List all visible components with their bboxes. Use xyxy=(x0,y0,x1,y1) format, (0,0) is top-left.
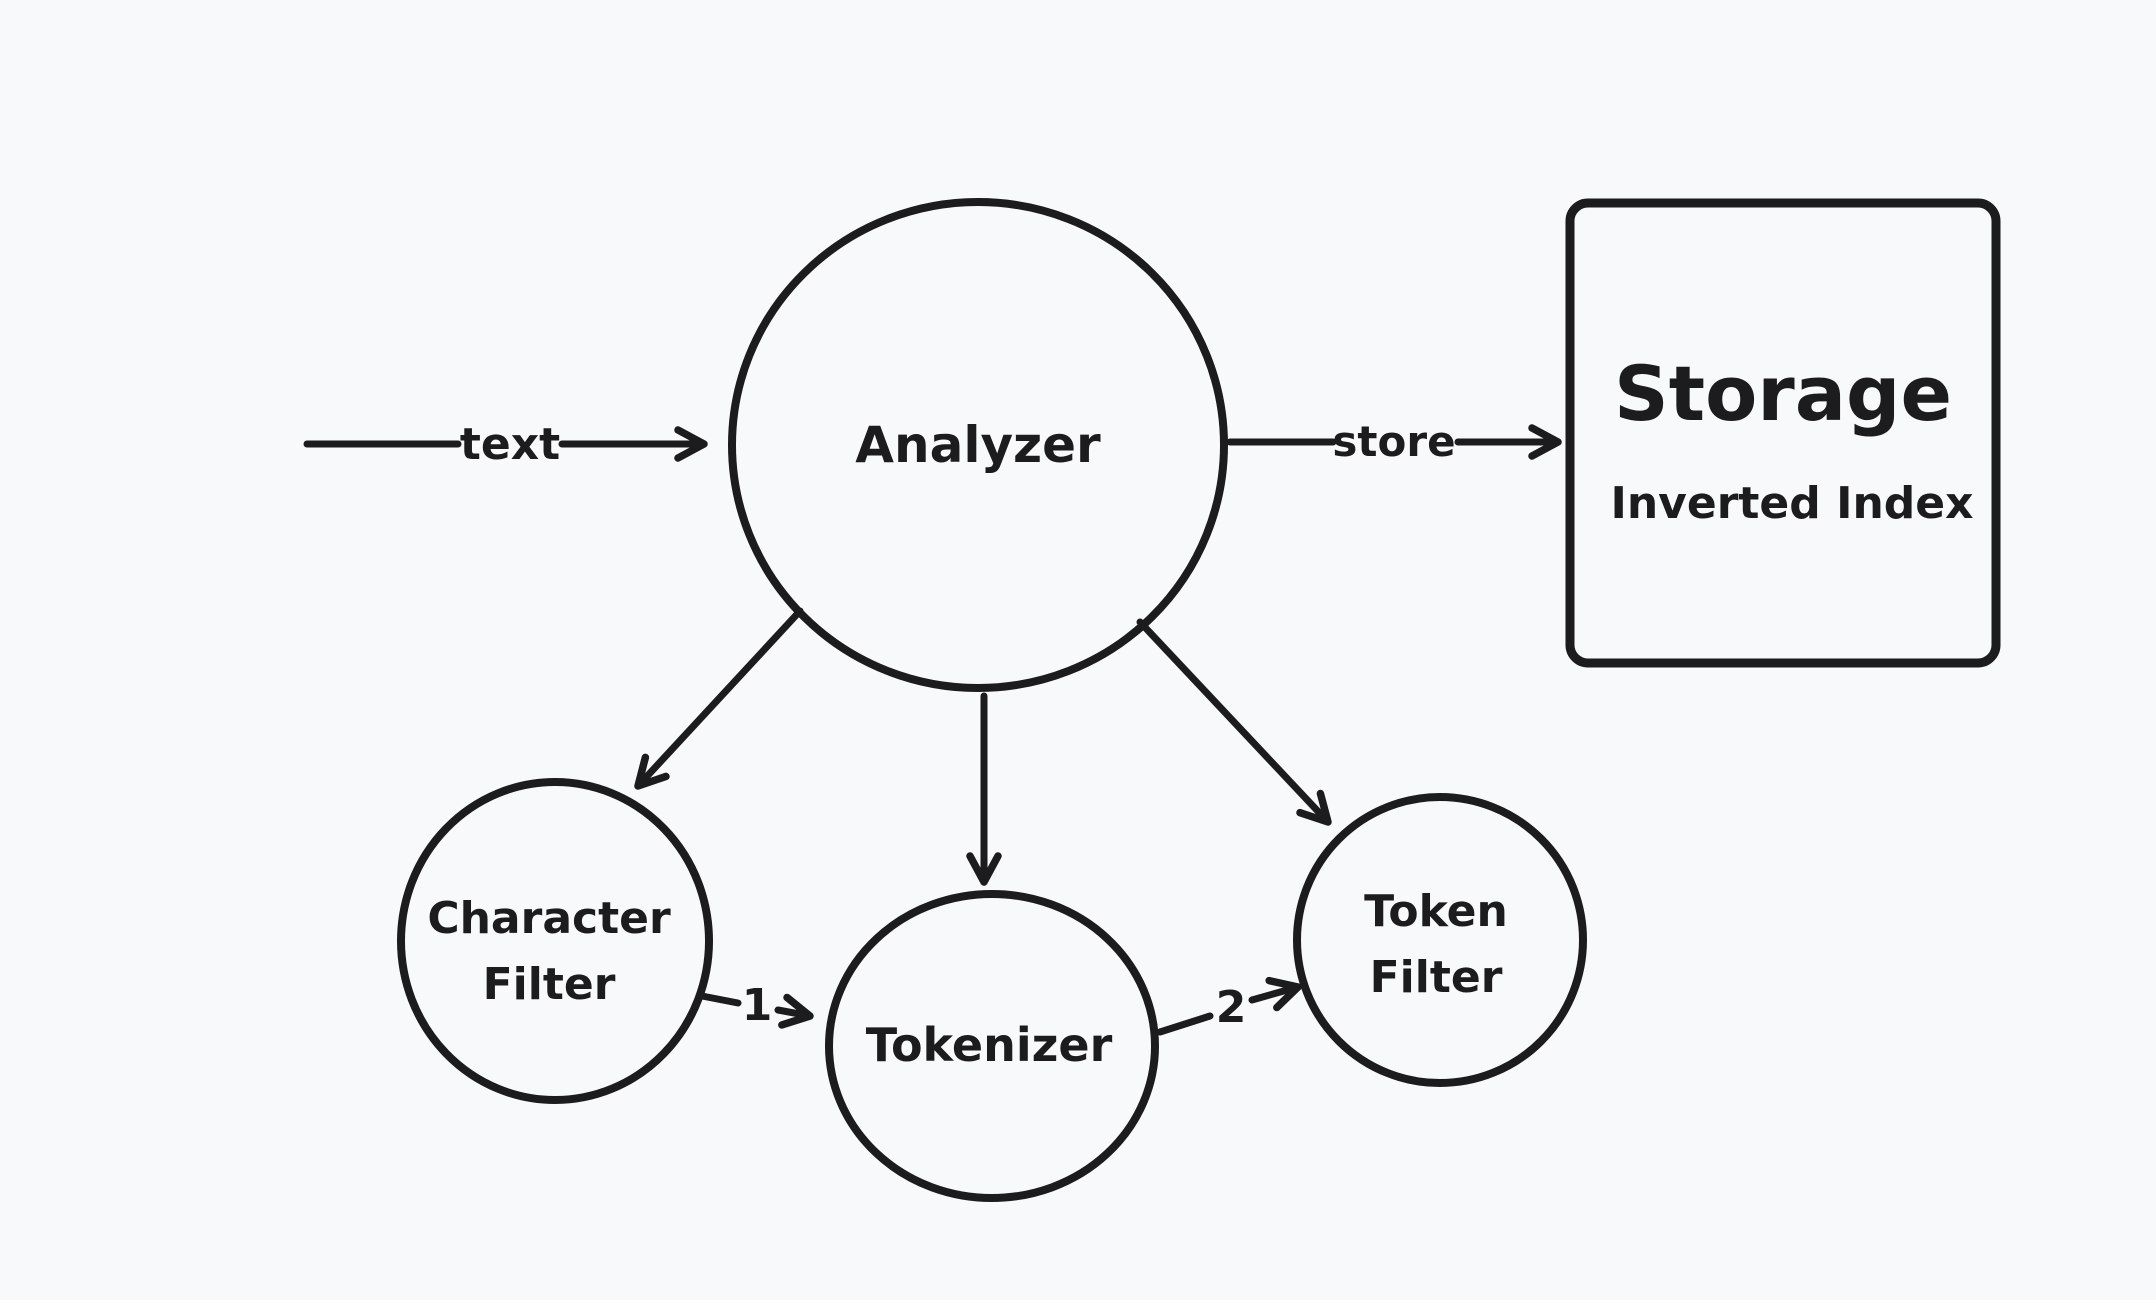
edge-text-input: text xyxy=(303,419,708,470)
edge-step-1-head xyxy=(774,993,814,1029)
analyzer-label: Analyzer xyxy=(855,416,1101,474)
edge-step-1-tail xyxy=(698,992,742,1007)
edge-label-step-2: 2 xyxy=(1216,982,1247,1033)
analyzer-ellipse xyxy=(728,198,1228,692)
edge-step-2-head xyxy=(1248,976,1302,1012)
edge-step-1: 1 xyxy=(698,980,814,1031)
character-filter-node: Character Filter xyxy=(397,778,713,1104)
token-filter-circle xyxy=(1293,793,1587,1087)
edge-analyzer-to-character-filter xyxy=(634,607,804,790)
token-filter-node: Token Filter xyxy=(1293,793,1587,1087)
token-filter-label-line2: Filter xyxy=(1370,952,1503,1003)
storage-subtitle: Inverted Index xyxy=(1610,478,1973,529)
edge-label-text: text xyxy=(460,419,560,470)
token-filter-label-line1: Token xyxy=(1364,886,1508,937)
storage-rectangle xyxy=(1565,198,2001,668)
edge-step-2: 2 xyxy=(1156,976,1302,1036)
tokenizer-circle xyxy=(825,890,1159,1202)
character-filter-label-line2: Filter xyxy=(483,959,616,1010)
edge-analyzer-to-token-filter xyxy=(1136,618,1332,826)
analyzer-node: Analyzer xyxy=(728,198,1228,692)
storage-node: Storage Inverted Index xyxy=(1565,198,2001,668)
tokenizer-label: Tokenizer xyxy=(866,1018,1113,1072)
character-filter-label-line1: Character xyxy=(427,893,671,944)
edge-step-2-tail xyxy=(1156,1012,1214,1036)
edge-store: store xyxy=(1226,417,1562,466)
tokenizer-node: Tokenizer xyxy=(825,890,1159,1202)
edge-label-step-1: 1 xyxy=(742,980,773,1031)
storage-title: Storage xyxy=(1614,349,1952,438)
edge-label-store: store xyxy=(1332,417,1455,466)
character-filter-circle xyxy=(397,778,713,1104)
